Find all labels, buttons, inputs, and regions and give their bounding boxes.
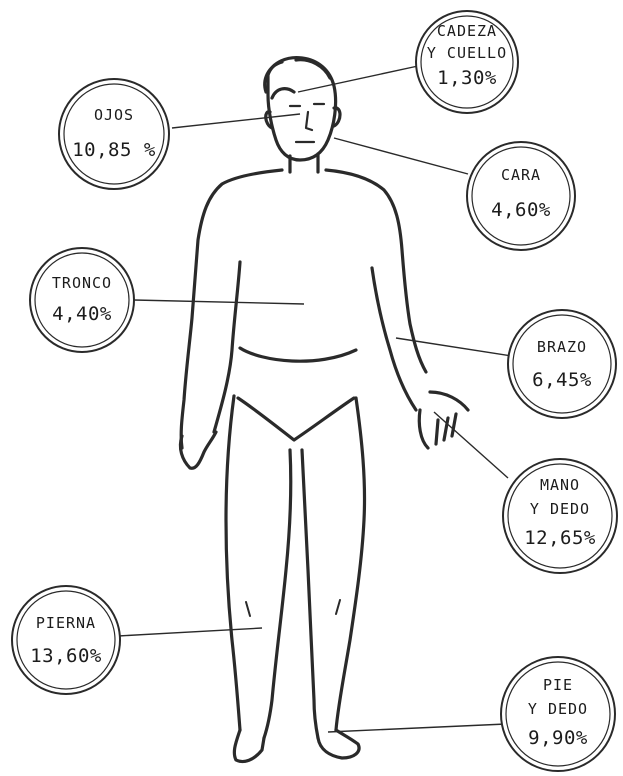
leader-mano: [434, 412, 508, 478]
label-tronco-line-1: TRONCO: [52, 274, 112, 292]
label-mano-line-2: Y DEDO: [530, 500, 590, 518]
label-pie: PIE Y DEDO 9,90%: [501, 657, 615, 771]
leader-brazo: [396, 338, 512, 356]
leader-cara: [334, 138, 468, 174]
label-pie-line-2: Y DEDO: [528, 700, 588, 718]
label-mano-line-1: MANO: [540, 476, 580, 494]
label-cara-value: 4,60%: [491, 199, 551, 221]
leader-ojos: [172, 114, 300, 128]
label-cabeza-line-1: CADEZA: [437, 22, 497, 40]
figure-foot-right: [318, 730, 359, 758]
label-cara: CARA 4,60%: [467, 142, 575, 250]
leader-cabeza: [298, 66, 418, 92]
label-brazo: BRAZO 6,45%: [508, 310, 616, 418]
label-pierna: PIERNA 13,60%: [12, 586, 120, 694]
label-pie-line-1: PIE: [543, 676, 573, 694]
figure-inner-arm-left: [214, 262, 240, 432]
figure-hand-left: [180, 432, 216, 468]
label-brazo-line-1: BRAZO: [537, 338, 587, 356]
figure-face: [290, 104, 324, 142]
label-mano-value: 12,65%: [524, 527, 596, 549]
figure-leg-right-outer: [336, 398, 365, 730]
figure-torso-right: [326, 170, 426, 372]
label-pie-value: 9,90%: [528, 727, 588, 749]
label-tronco-value: 4,40%: [52, 303, 112, 325]
figure-hair: [265, 60, 330, 98]
label-mano: MANO Y DEDO 12,65%: [503, 459, 617, 573]
label-pierna-line-1: PIERNA: [36, 614, 96, 632]
figure-leg-left-outer: [226, 396, 240, 730]
figure-knees: [246, 600, 340, 616]
leader-pierna: [118, 628, 262, 636]
human-figure: [180, 58, 468, 762]
figure-leg-right-inner: [302, 450, 318, 738]
leader-pie: [328, 724, 506, 732]
label-ojos-line-1: OJOS: [94, 106, 134, 124]
figure-leg-left-inner: [264, 450, 291, 738]
figure-inner-arm-right: [372, 268, 416, 410]
label-cabeza-line-2: Y CUELLO: [427, 44, 507, 62]
figure-foot-left: [234, 730, 264, 762]
figure-hips: [238, 398, 354, 440]
label-cara-line-1: CARA: [501, 166, 541, 184]
label-ojos: OJOS 10,85 %: [59, 79, 169, 189]
label-tronco: TRONCO 4,40%: [30, 248, 134, 352]
label-cabeza: CADEZA Y CUELLO 1,30%: [416, 11, 518, 113]
leader-tronco: [134, 300, 304, 304]
label-pierna-value: 13,60%: [30, 645, 102, 667]
figure-waist: [240, 348, 356, 361]
label-ojos-value: 10,85 %: [72, 139, 156, 161]
label-cabeza-value: 1,30%: [437, 67, 497, 89]
label-brazo-value: 6,45%: [532, 369, 592, 391]
